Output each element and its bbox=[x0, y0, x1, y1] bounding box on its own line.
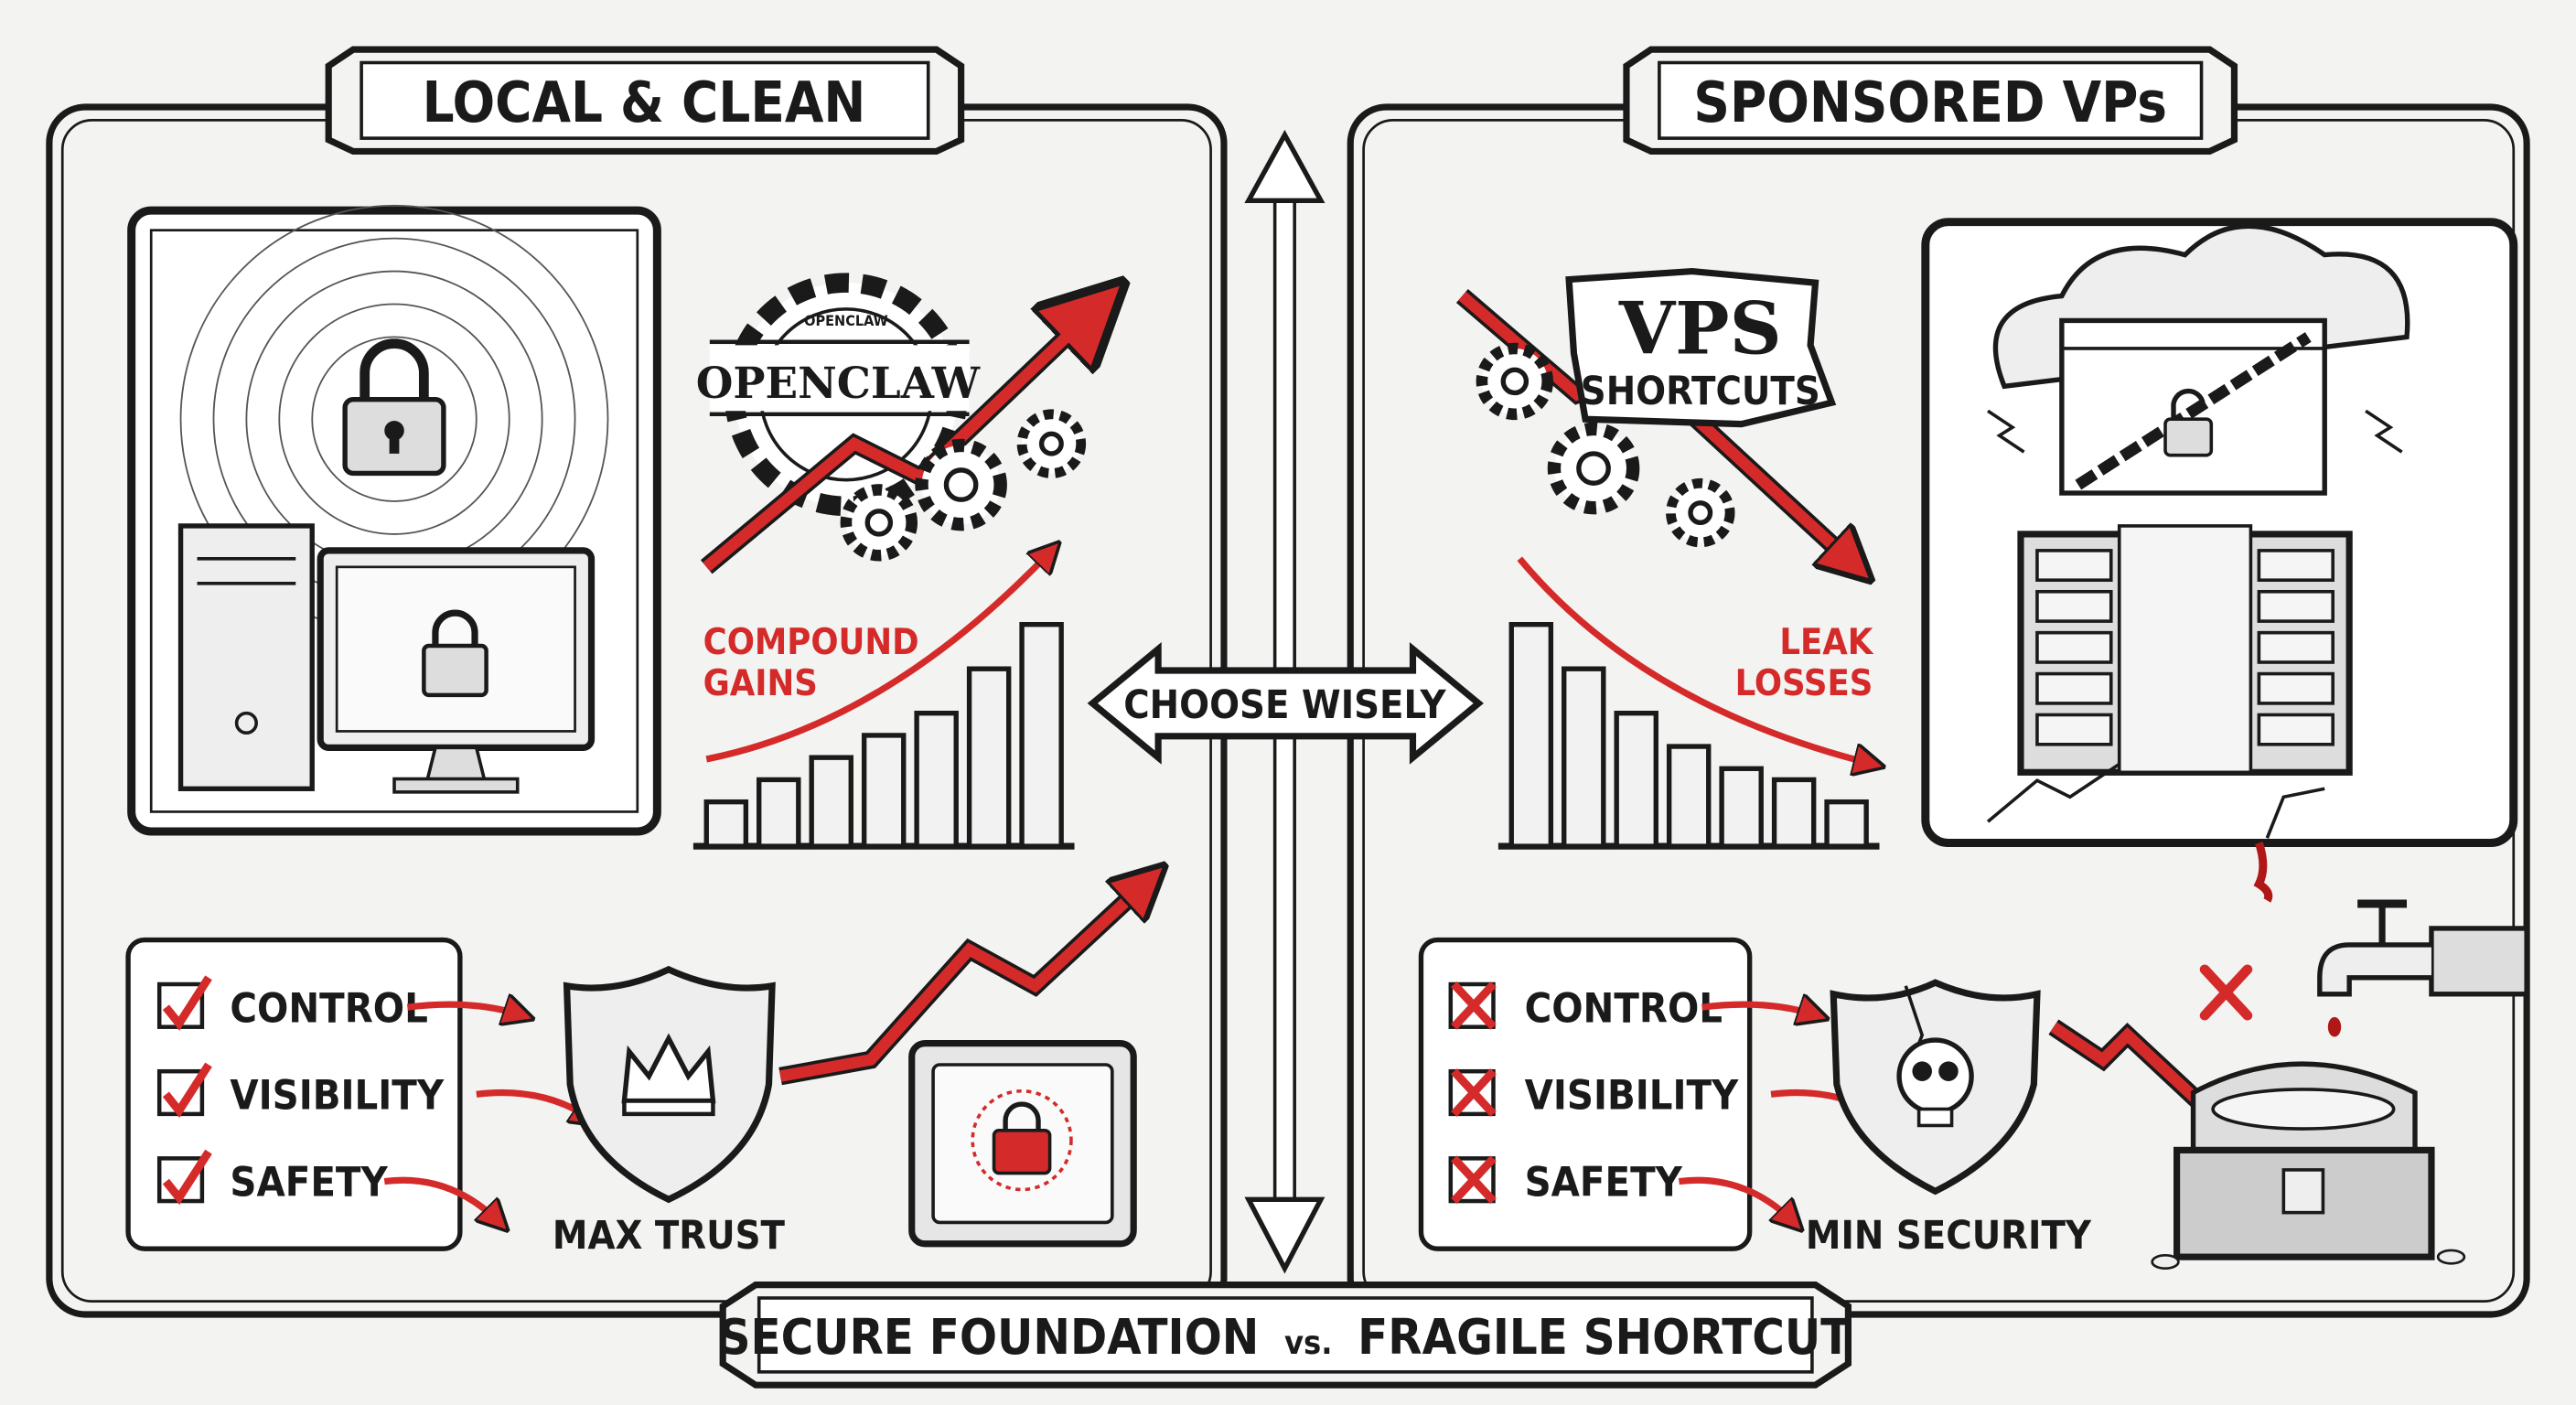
footer-vs: vs. bbox=[1284, 1325, 1333, 1362]
checklist-label: SAFETY bbox=[1525, 1158, 1683, 1207]
cross-icon bbox=[1448, 1155, 1497, 1205]
chart-bar bbox=[1562, 666, 1606, 849]
padlock-icon bbox=[342, 338, 446, 477]
right-title: SPONSORED VPs bbox=[1693, 70, 2167, 135]
openclaw-gear-logo: OPENCLAW OPENCLAW bbox=[696, 273, 981, 517]
right-checklist-box bbox=[1418, 937, 1753, 1251]
footer-part2: FRAGILE SHORTCUT bbox=[1358, 1308, 1851, 1366]
monitor-icon bbox=[317, 547, 596, 794]
checklist-label: CONTROL bbox=[230, 983, 427, 1032]
chart-bar bbox=[1771, 777, 1817, 849]
arrow-icon bbox=[383, 1176, 499, 1222]
chart-bar bbox=[966, 666, 1012, 849]
broken-chain-icon bbox=[2075, 332, 2312, 490]
vps-badge-subtitle: SHORTCUTS bbox=[1581, 369, 1820, 414]
treasure-chest-icon bbox=[2151, 1061, 2466, 1271]
left-title: LOCAL & CLEAN bbox=[423, 70, 866, 135]
chart-bar bbox=[1719, 766, 1764, 849]
leak-losses-line2: LOSSES bbox=[1735, 662, 1873, 704]
chart-bar bbox=[1019, 621, 1064, 849]
arrow-icon bbox=[406, 1004, 522, 1015]
chart-bar bbox=[1824, 799, 1869, 849]
chart-bar bbox=[809, 755, 853, 849]
cross-icon bbox=[1448, 1068, 1497, 1117]
footer-part1: SECURE FOUNDATION bbox=[719, 1308, 1260, 1366]
checklist-label: CONTROL bbox=[1525, 983, 1723, 1032]
checklist-label: SAFETY bbox=[230, 1158, 388, 1207]
compound-gains-line2: GAINS bbox=[703, 662, 818, 704]
checkmark-icon bbox=[156, 1062, 212, 1118]
vps-shortcuts-badge: VPS SHORTCUTS bbox=[1565, 267, 1837, 428]
loss-curve-arrow bbox=[1517, 556, 1873, 764]
right-title-banner: SPONSORED VPs bbox=[1623, 46, 2238, 156]
checklist-label: VISIBILITY bbox=[1525, 1070, 1739, 1119]
chart-bar bbox=[914, 710, 959, 849]
decline-bar-chart bbox=[1497, 621, 1880, 850]
chart-bar bbox=[1614, 710, 1658, 849]
growth-bar-chart bbox=[692, 621, 1075, 850]
checklist-label: VISIBILITY bbox=[230, 1070, 444, 1119]
chart-bar bbox=[757, 777, 801, 849]
arrow-icon bbox=[1678, 1176, 1794, 1222]
left-title-banner: LOCAL & CLEAN bbox=[325, 46, 965, 156]
pc-tower-icon bbox=[177, 523, 315, 791]
choose-wisely-label: CHOOSE WISELY bbox=[1123, 682, 1446, 728]
leaking-faucet-icon bbox=[2317, 899, 2529, 1037]
checkmark-icon bbox=[156, 975, 212, 1031]
broken-skull-shield-icon bbox=[1830, 979, 2041, 1196]
chart-bar bbox=[1508, 621, 1554, 849]
safe-icon bbox=[908, 1040, 1137, 1248]
chart-bar bbox=[703, 799, 749, 849]
gears-icon bbox=[840, 409, 1087, 562]
openclaw-label: OPENCLAW bbox=[696, 359, 981, 409]
red-x-icon bbox=[2199, 964, 2253, 1021]
checkmark-icon bbox=[156, 1149, 212, 1206]
choose-wisely-arrow: CHOOSE WISELY bbox=[1087, 642, 1484, 765]
leak-losses-line1: LEAK bbox=[1779, 621, 1873, 663]
cross-icon bbox=[1448, 981, 1497, 1030]
openclaw-ring-text: OPENCLAW bbox=[804, 312, 888, 329]
svg-text:SECURE FOUNDATION vs.: SECURE FOUNDATION vs. FRAGILE SHORTCUT bbox=[719, 1308, 1852, 1366]
footer-banner: SECURE FOUNDATION vs. FRAGILE SHORTCUT bbox=[719, 1282, 1852, 1389]
vps-badge-title: VPS bbox=[1618, 285, 1782, 370]
crown-shield-icon bbox=[563, 965, 776, 1204]
chart-bar bbox=[1666, 744, 1712, 849]
max-trust-label: MAX TRUST bbox=[553, 1213, 786, 1259]
left-checklist-box bbox=[125, 937, 463, 1251]
local-computer-illustration bbox=[127, 204, 661, 836]
min-security-label: MIN SECURITY bbox=[1806, 1213, 2092, 1259]
compromised-cloud-server-illustration bbox=[1921, 218, 2518, 903]
arrow-icon bbox=[1701, 1004, 1818, 1015]
chart-bar bbox=[861, 733, 907, 849]
compound-gains-line1: COMPOUND bbox=[703, 621, 919, 663]
right-gears-icon bbox=[1476, 342, 1735, 548]
gain-curve-arrow bbox=[705, 551, 1051, 763]
